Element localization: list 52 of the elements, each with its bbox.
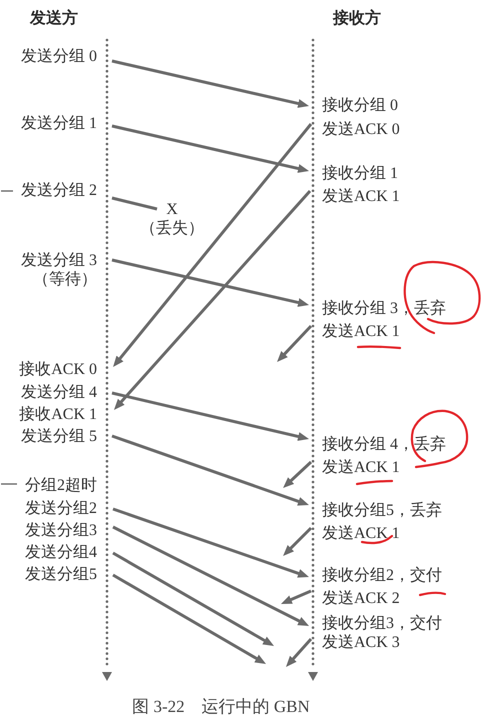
sender-event-label: 发送分组 1: [21, 114, 97, 132]
loss-note: （丢失）: [140, 220, 204, 236]
sender-event-label: 发送分组2: [25, 500, 97, 516]
receiver-event-label: 发送ACK 1: [322, 458, 400, 476]
packet-arrow: [112, 434, 309, 506]
lost-packet-line: [112, 196, 158, 210]
sender-event-label: 发送分组4: [25, 544, 97, 560]
packet-arrow: [112, 60, 309, 108]
ack-arrow: [113, 123, 312, 367]
receiver-event-label: 接收分组 4，丢弃: [322, 436, 446, 452]
packet-arrow: [112, 124, 309, 173]
sender-event-label: 发送分组3: [25, 522, 97, 538]
sender-event-label: 发送分组 0: [21, 48, 97, 64]
leader-line: [1, 190, 13, 192]
receiver-event-label: 发送ACK 1: [322, 322, 400, 340]
packet-arrow: [112, 552, 274, 646]
leader-line: [1, 483, 17, 485]
receiver-event-label: 发送ACK 2: [322, 590, 400, 606]
loss-mark: X: [166, 200, 178, 218]
packet-arrow: [112, 526, 310, 626]
figure-caption: 图 3-22 运行中的 GBN: [132, 696, 310, 716]
ack-arrow: [277, 324, 312, 362]
receiver-event-label: 接收分组 0: [322, 96, 398, 114]
ack-arrow: [114, 190, 312, 410]
sender-event-label: 发送分组 2: [21, 182, 97, 198]
wait-note: （等待）: [33, 270, 97, 288]
packet-arrow: [112, 508, 309, 578]
sender-event-label: 发送分组 5: [21, 428, 97, 444]
packet-arrow: [112, 392, 309, 441]
sender-event-label: 分组2超时: [25, 476, 97, 494]
column-heading: 发送方: [30, 10, 78, 26]
sender-event-label: 发送分组 4: [21, 384, 97, 400]
sender-event-label: 发送分组 3: [21, 252, 97, 268]
receiver-event-label: 发送ACK 0: [322, 120, 400, 138]
sender-event-label: 发送分组5: [25, 566, 97, 582]
receiver-event-label: 接收分组3，交付: [322, 614, 442, 632]
sender-event-label: 接收ACK 0: [19, 360, 97, 378]
ack-arrow: [286, 638, 312, 667]
ack-arrow: [280, 590, 312, 604]
packet-arrow: [112, 574, 266, 664]
packet-arrow: [112, 258, 309, 307]
receiver-event-label: 发送ACK 1: [322, 524, 400, 542]
ack-arrow: [283, 526, 312, 556]
ack-arrow: [283, 460, 312, 488]
receiver-event-label: 接收分组 1: [322, 164, 398, 182]
receiver-event-label: 发送ACK 1: [322, 188, 400, 204]
receiver-event-label: 发送ACK 3: [322, 634, 400, 650]
receiver-event-label: 接收分组 3，丢弃: [322, 300, 446, 316]
sender-event-label: 接收ACK 1: [19, 406, 97, 422]
receiver-event-label: 接收分组2，交付: [322, 566, 442, 584]
receiver-event-label: 接收分组5，丢弃: [322, 502, 442, 518]
column-heading: 接收方: [333, 10, 381, 26]
